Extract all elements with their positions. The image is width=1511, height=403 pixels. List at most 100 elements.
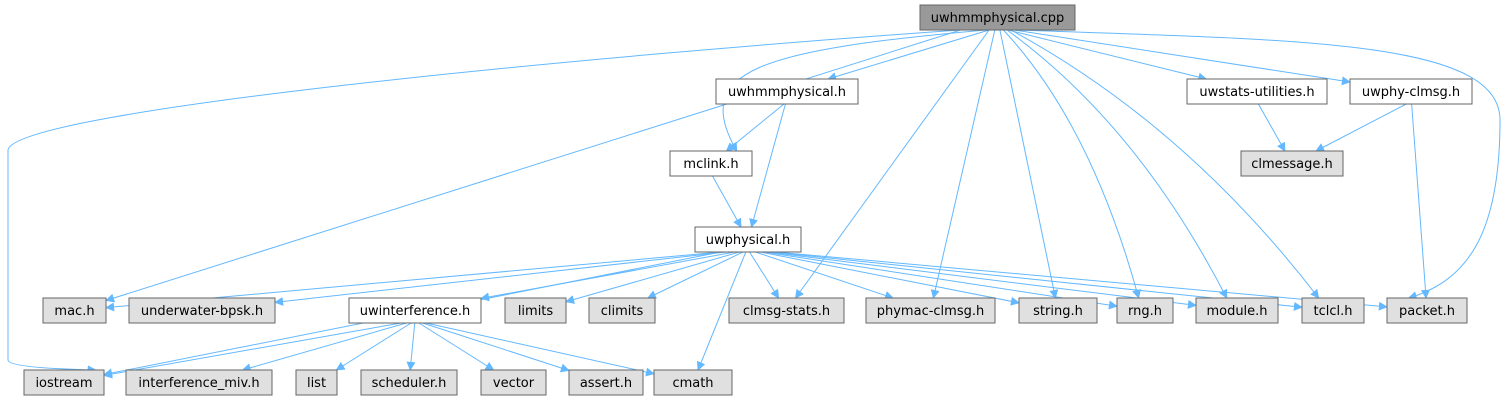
edge-uwinterf-to-vector bbox=[418, 322, 495, 371]
edge-uwinterf-to-scheduler bbox=[406, 322, 416, 371]
edge-root-to-mac bbox=[105, 29, 961, 303]
node-box-iostream bbox=[23, 369, 105, 396]
edge-uwinterf-to-iostream bbox=[103, 322, 402, 379]
edges-layer bbox=[7, 29, 1501, 379]
node-box-tclcl bbox=[1301, 297, 1365, 324]
edge-uwinterf-to-list bbox=[335, 322, 412, 371]
edge-uwhmm_h-to-uwphysical bbox=[749, 103, 786, 228]
edge-uwphysical-to-module bbox=[767, 251, 1197, 309]
edge-uwphysical-to-clmsgstats bbox=[749, 251, 780, 299]
node-limits: limits bbox=[504, 297, 567, 324]
node-box-scheduler bbox=[360, 369, 458, 396]
node-box-clmessage bbox=[1240, 150, 1344, 177]
node-label-rng: rng.h bbox=[1128, 304, 1162, 319]
edge-uwinterf-to-assert bbox=[422, 322, 570, 373]
node-root[interactable]: uwhmmphysical.cpp bbox=[919, 4, 1076, 31]
edge-uwphysical-to-climits bbox=[647, 251, 744, 299]
node-box-string bbox=[1018, 297, 1098, 324]
edge-root-to-tclcl bbox=[1010, 29, 1320, 299]
node-label-cmath: cmath bbox=[672, 376, 713, 391]
node-uwphyclmsg[interactable]: uwphy-clmsg.h bbox=[1349, 78, 1473, 105]
node-box-list bbox=[295, 369, 338, 396]
edge-uwstats-to-clmessage bbox=[1257, 103, 1286, 152]
edge-uwphyclmsg-to-packet bbox=[1411, 103, 1430, 299]
node-uwinterf[interactable]: uwinterference.h bbox=[348, 297, 482, 324]
node-box-mclink bbox=[669, 150, 753, 177]
edge-uwinterf-to-cmath bbox=[426, 322, 655, 377]
node-label-uwphyclmsg: uwphy-clmsg.h bbox=[1362, 85, 1460, 100]
nodes-layer: uwhmmphysical.cpp uwhmmphysical.h mclink.h… bbox=[23, 4, 1473, 396]
node-label-uwstats: uwstats-utilities.h bbox=[1199, 85, 1314, 100]
node-box-limits bbox=[504, 297, 567, 324]
node-intmiv: interference_miv.h bbox=[125, 369, 273, 396]
node-box-bpsk bbox=[128, 297, 276, 324]
node-box-uwphyclmsg bbox=[1349, 78, 1473, 105]
edge-root-to-string bbox=[999, 29, 1059, 299]
edge-uwphysical-to-rng bbox=[763, 251, 1118, 310]
node-box-rng bbox=[1116, 297, 1174, 324]
node-climits: climits bbox=[588, 297, 656, 324]
edge-uwphysical-to-bpsk bbox=[274, 251, 727, 306]
node-label-scheduler: scheduler.h bbox=[372, 376, 447, 391]
node-label-uwinterf: uwinterference.h bbox=[360, 304, 471, 319]
edge-uwphysical-to-phymac bbox=[755, 251, 894, 300]
node-tclcl: tclcl.h bbox=[1301, 297, 1365, 324]
edge-mclink-to-uwphysical bbox=[712, 175, 742, 228]
edge-uwinterf-to-intmiv bbox=[241, 322, 407, 373]
node-uwphysical[interactable]: uwphysical.h bbox=[694, 226, 802, 253]
node-box-module bbox=[1195, 297, 1279, 324]
node-label-phymac: phymac-clmsg.h bbox=[877, 304, 984, 319]
edge-root-to-mclink bbox=[722, 29, 987, 152]
node-label-uwhmm_h: uwhmmphysical.h bbox=[728, 85, 846, 100]
node-clmessage: clmessage.h bbox=[1240, 150, 1344, 177]
node-label-uwphysical: uwphysical.h bbox=[706, 233, 791, 248]
node-uwstats[interactable]: uwstats-utilities.h bbox=[1186, 78, 1328, 105]
node-box-root bbox=[919, 4, 1076, 31]
node-label-iostream: iostream bbox=[35, 376, 92, 391]
edge-root-to-rng bbox=[1003, 29, 1141, 299]
edge-root-to-clmsgstats bbox=[795, 29, 990, 299]
edge-uwphysical-to-packet bbox=[775, 251, 1388, 311]
node-box-uwhmm_h bbox=[715, 78, 859, 105]
node-label-assert: assert.h bbox=[580, 376, 632, 391]
edge-uwphyclmsg-to-clmessage bbox=[1315, 103, 1407, 152]
node-string: string.h bbox=[1018, 297, 1098, 324]
node-list: list bbox=[295, 369, 338, 396]
node-uwhmm_h[interactable]: uwhmmphysical.h bbox=[715, 78, 859, 105]
node-box-packet bbox=[1386, 297, 1468, 324]
node-vector: vector bbox=[480, 369, 547, 396]
node-box-uwinterf bbox=[348, 297, 482, 324]
edge-uwphysical-to-cmath bbox=[696, 251, 747, 371]
node-label-packet: packet.h bbox=[1399, 304, 1455, 319]
node-box-clmsgstats bbox=[728, 297, 845, 324]
edge-uwphysical-to-string bbox=[760, 251, 1020, 306]
node-label-mclink: mclink.h bbox=[683, 157, 738, 172]
node-iostream: iostream bbox=[23, 369, 105, 396]
edge-uwphysical-to-uwinterf bbox=[480, 251, 735, 302]
node-box-uwphysical bbox=[694, 226, 802, 253]
node-bpsk: underwater-bpsk.h bbox=[128, 297, 276, 324]
node-clmsgstats: clmsg-stats.h bbox=[728, 297, 845, 324]
edge-root-to-uwphyclmsg bbox=[1013, 29, 1351, 86]
node-mac: mac.h bbox=[42, 297, 107, 324]
node-label-vector: vector bbox=[493, 376, 535, 391]
node-label-list: list bbox=[307, 376, 326, 391]
node-packet: packet.h bbox=[1386, 297, 1468, 324]
node-label-limits: limits bbox=[518, 304, 554, 319]
node-box-phymac bbox=[865, 297, 996, 324]
node-label-climits: climits bbox=[601, 304, 644, 319]
edge-uwphysical-to-limits bbox=[565, 251, 740, 304]
node-scheduler: scheduler.h bbox=[360, 369, 458, 396]
node-box-mac bbox=[42, 297, 107, 324]
node-label-mac: mac.h bbox=[54, 304, 94, 319]
edge-root-to-iostream bbox=[7, 29, 961, 375]
node-box-uwstats bbox=[1186, 78, 1328, 105]
node-mclink[interactable]: mclink.h bbox=[669, 150, 753, 177]
edge-root-to-module bbox=[1006, 29, 1228, 299]
node-phymac: phymac-clmsg.h bbox=[865, 297, 996, 324]
edge-root-to-packet bbox=[1014, 29, 1501, 301]
edge-root-to-uwstats bbox=[1007, 29, 1208, 82]
node-label-intmiv: interference_miv.h bbox=[138, 376, 259, 391]
node-box-climits bbox=[588, 297, 656, 324]
node-label-clmessage: clmessage.h bbox=[1251, 157, 1333, 172]
